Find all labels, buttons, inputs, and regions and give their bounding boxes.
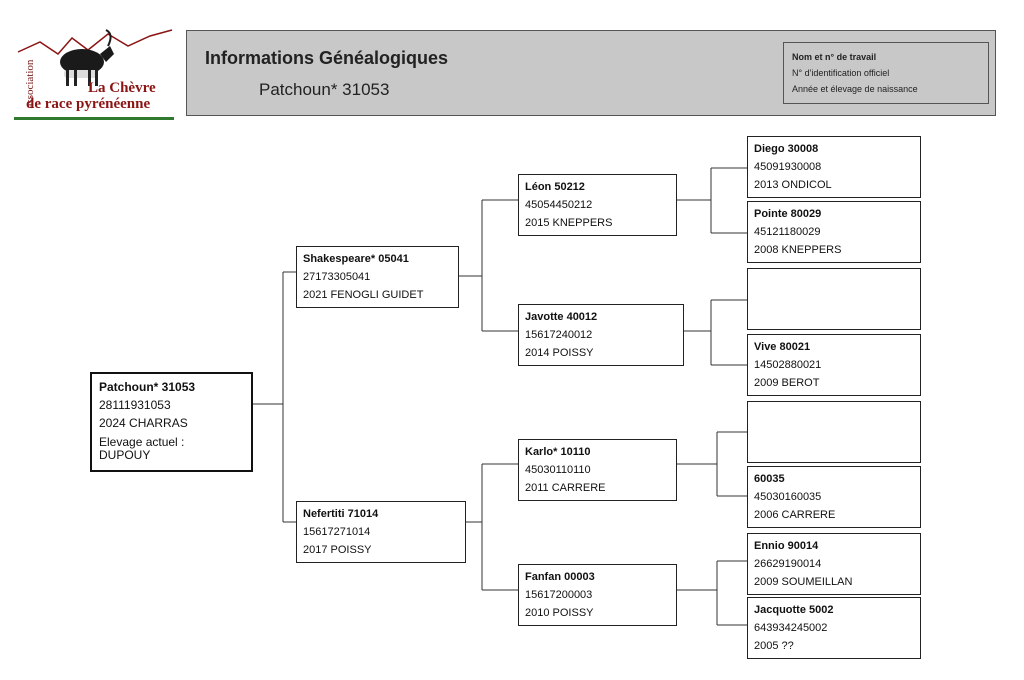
animal-card-ggp-8: Jacquotte 5002 643934245002 2005 ??: [747, 597, 921, 659]
current-breeder-label: Elevage actuel :: [99, 435, 185, 449]
animal-birth: 2006 CARRERE: [754, 509, 836, 521]
animal-card-paternal-granddam: Javotte 40012 15617240012 2014 POISSY: [518, 304, 684, 366]
animal-id: 45121180029: [754, 226, 821, 238]
animal-card-maternal-grandsire: Karlo* 10110 45030110110 2011 CARRERE: [518, 439, 677, 501]
logo-title-line1: La Chèvre: [88, 80, 156, 96]
animal-id: 45091930008: [754, 161, 822, 173]
animal-card-ggp-4: Vive 80021 14502880021 2009 BEROT: [747, 334, 921, 396]
animal-name: Javotte 40012: [525, 311, 598, 323]
animal-card-sire: Shakespeare* 05041 27173305041 2021 FENO…: [296, 246, 459, 308]
animal-name: Léon 50212: [525, 181, 585, 193]
animal-id: 15617200003: [525, 589, 593, 601]
legend-line-name: Nom et n° de travail: [792, 52, 877, 62]
animal-name: Shakespeare* 05041: [303, 253, 409, 265]
animal-name: Diego 30008: [754, 143, 819, 155]
legend-line-birth: Année et élevage de naissance: [792, 84, 918, 94]
animal-id: 28111931053: [99, 398, 171, 412]
page-title: Informations Généalogiques: [205, 48, 449, 68]
animal-birth: 2009 SOUMEILLAN: [754, 576, 853, 588]
animal-birth: 2024 CHARRAS: [99, 416, 188, 430]
animal-id: 27173305041: [303, 271, 371, 283]
animal-id: 15617271014: [303, 526, 371, 538]
animal-name: Ennio 90014: [754, 540, 819, 552]
animal-birth: 2015 KNEPPERS: [525, 217, 613, 229]
animal-card-ggp-7: Ennio 90014 26629190014 2009 SOUMEILLAN: [747, 533, 921, 595]
animal-name: Nefertiti 71014: [303, 508, 379, 520]
animal-card-ggp-2: Pointe 80029 45121180029 2008 KNEPPERS: [747, 201, 921, 263]
animal-name: Vive 80021: [754, 341, 811, 353]
animal-card-dam: Nefertiti 71014 15617271014 2017 POISSY: [296, 501, 466, 563]
animal-id: 14502880021: [754, 359, 822, 371]
animal-name: Fanfan 00003: [525, 571, 595, 583]
animal-birth: 2014 POISSY: [525, 347, 594, 359]
animal-card-ggp-5-empty: [747, 401, 921, 463]
animal-card-paternal-grandsire: Léon 50212 45054450212 2015 KNEPPERS: [518, 174, 677, 236]
animal-birth: 2011 CARRERE: [525, 482, 606, 494]
animal-card-ggp-1: Diego 30008 45091930008 2013 ONDICOL: [747, 136, 921, 198]
animal-name: Pointe 80029: [754, 208, 822, 220]
association-logo: association La Chèvre de race pyrénéenne: [10, 24, 180, 124]
animal-name: 60035: [754, 473, 785, 485]
animal-id: 45054450212: [525, 199, 593, 211]
animal-id: 45030160035: [754, 491, 822, 503]
animal-name: Jacquotte 5002: [754, 604, 834, 616]
page-header: Informations Généalogiques Patchoun* 310…: [186, 30, 996, 116]
animal-id: 643934245002: [754, 622, 828, 634]
animal-birth: 2005 ??: [754, 640, 794, 652]
animal-card-ggp-3-empty: [747, 268, 921, 330]
animal-card-root: Patchoun* 31053 28111931053 2024 CHARRAS…: [90, 372, 253, 472]
animal-id: 15617240012: [525, 329, 593, 341]
animal-card-ggp-6: 60035 45030160035 2006 CARRERE: [747, 466, 921, 528]
animal-name: Karlo* 10110: [525, 446, 591, 458]
logo-title-line2: de race pyrénéenne: [26, 96, 151, 112]
legend-line-id: N° d'identification officiel: [792, 68, 890, 78]
current-breeder: DUPOUY: [99, 448, 151, 462]
animal-id: 45030110110: [525, 464, 591, 476]
animal-birth: 2010 POISSY: [525, 607, 594, 619]
animal-birth: 2017 POISSY: [303, 544, 372, 556]
animal-id: 26629190014: [754, 558, 822, 570]
animal-birth: 2013 ONDICOL: [754, 179, 832, 191]
legend-box: Nom et n° de travail N° d'identification…: [783, 42, 989, 104]
animal-card-maternal-granddam: Fanfan 00003 15617200003 2010 POISSY: [518, 564, 677, 626]
animal-birth: 2021 FENOGLI GUIDET: [303, 289, 424, 301]
goat-mountain-icon: [14, 29, 174, 120]
animal-birth: 2008 KNEPPERS: [754, 244, 842, 256]
page-subtitle: Patchoun* 31053: [259, 80, 390, 99]
animal-birth: 2009 BEROT: [754, 377, 820, 389]
animal-name: Patchoun* 31053: [99, 380, 196, 394]
